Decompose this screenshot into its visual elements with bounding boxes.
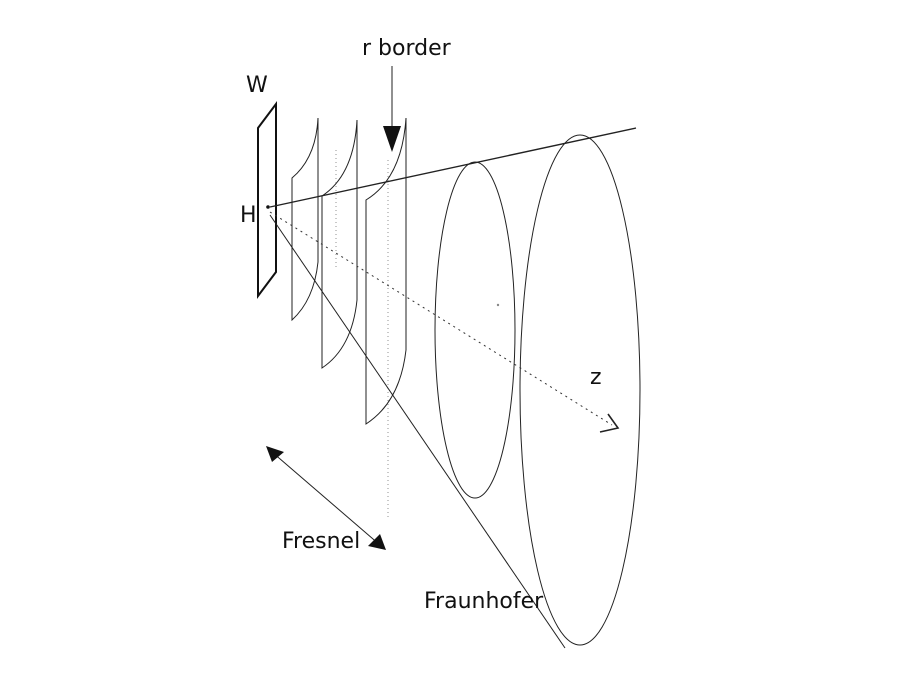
- wavefront-1: [291, 117, 319, 322]
- fraunhofer-ellipse-large: [519, 134, 641, 646]
- lower-beam-edge: [269, 214, 566, 649]
- z-axis: [269, 211, 613, 426]
- aperture-plate: [257, 101, 277, 299]
- label-w: W: [246, 73, 268, 98]
- r-border-arrowhead: [383, 126, 401, 152]
- upper-beam-edge: [269, 127, 637, 208]
- fresnel-arrow-head-end: [368, 534, 386, 550]
- wavefront-2: [321, 119, 358, 369]
- fresnel-arrow-shaft: [271, 451, 381, 546]
- fresnel-arrow-head-start: [266, 446, 284, 462]
- fresnel-wavefronts: [291, 117, 407, 520]
- aperture-point: [266, 205, 270, 209]
- wavefront-3: [365, 117, 407, 425]
- z-axis-arrowhead: [599, 413, 620, 433]
- label-fresnel: Fresnel: [282, 529, 360, 554]
- label-z: z: [590, 365, 602, 390]
- label-r-border: r border: [362, 36, 452, 61]
- label-fraunhofer: Fraunhofer: [424, 589, 544, 614]
- ellipse-center-mark: [496, 303, 500, 307]
- label-h: H: [240, 203, 257, 228]
- fraunhofer-ellipse-small: [434, 161, 516, 499]
